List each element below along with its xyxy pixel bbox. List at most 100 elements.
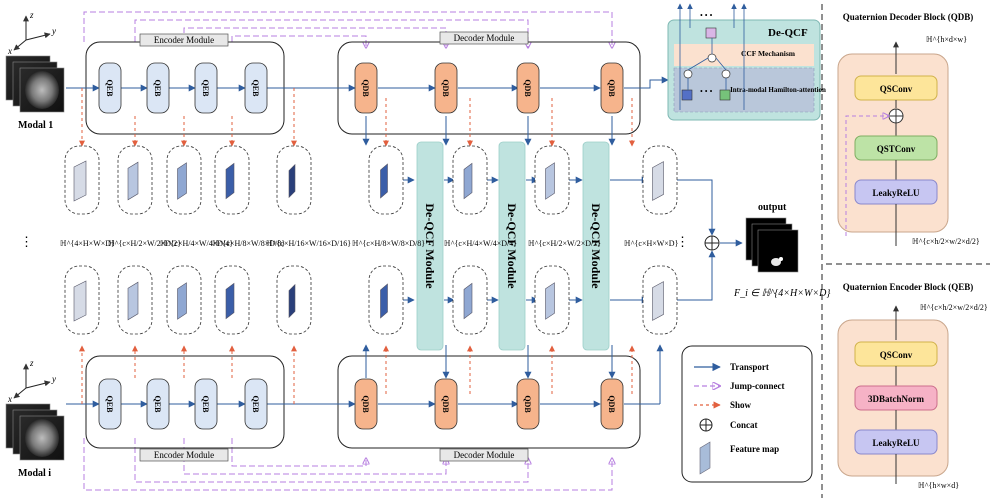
encoder-module-bottom <box>85 355 285 449</box>
encoder-module-top-tag <box>139 33 229 47</box>
qdb-output-dim: ℍ^{c×h/2×w/2×d/2} <box>912 237 980 246</box>
axis-x-label: x <box>7 46 12 56</box>
feature-map-bottom-5 <box>276 265 312 335</box>
qdb-label: QDB <box>523 395 532 413</box>
dim-label-enc-16: ℍ^{c×H/16×W/16×D/16} <box>266 239 351 248</box>
vertical-ellipsis-left: ⋮ <box>20 234 33 249</box>
encoder-module-bottom-tag <box>139 448 229 462</box>
qdb-label: QDB <box>361 79 370 97</box>
feature-map-icon <box>380 283 388 319</box>
output-label: output <box>758 202 787 213</box>
feature-map-icon <box>288 163 296 199</box>
feature-map-top-1 <box>64 145 100 215</box>
axis-y-label: y <box>51 26 56 36</box>
legend-feature-map: Feature map <box>730 444 779 454</box>
axis-y-label: y <box>51 374 56 384</box>
qdb-block-bottom-2: QDB <box>434 378 458 430</box>
legend-jump-connect: Jump-connect <box>730 381 785 391</box>
dim-label-dec-4: ℍ^{c×H/4×W/4×D/4} <box>444 239 517 248</box>
qdb-input-dim: ℍ^{h×d×w} <box>926 35 967 44</box>
encoder-module-top-label: Encoder Module <box>154 35 214 45</box>
deqcf-module-label: De-QCF Module <box>505 203 519 289</box>
decoder-module-bottom-label: Decoder Module <box>454 450 515 460</box>
qdb-leakyrelu-label: LeakyReLU <box>873 188 921 198</box>
feature-map-top-5 <box>276 145 312 215</box>
feature-map-icon <box>652 161 664 201</box>
qdb-label: QDB <box>361 395 370 413</box>
dim-label-enc-2: ℍ^{c×H/2×W/2×D/2} <box>108 239 181 248</box>
qeb-block-top-1: QEB <box>98 62 122 114</box>
qeb-label: QEB <box>201 80 210 98</box>
decoder-module-top-tag <box>439 31 529 45</box>
qeb-output-dim: ℍ^{c×h/2×w/2×d/2} <box>920 303 988 312</box>
feature-map-icon <box>463 162 473 200</box>
qeb-block-bottom-2: QEB <box>146 378 170 430</box>
qeb-block-bottom-3: QEB <box>194 378 218 430</box>
deqcf-dots-mid: • • • <box>700 87 713 96</box>
cube-icon <box>705 27 717 39</box>
qeb-label: QEB <box>105 80 114 98</box>
feature-map-bottom-2 <box>117 265 153 335</box>
mri-stack-modal-1 <box>5 55 65 113</box>
legend-show: Show <box>730 400 752 410</box>
legend-concat: Concat <box>730 420 758 430</box>
deqcf-module-label: De-QCF Module <box>589 203 603 289</box>
show-lines <box>79 88 635 404</box>
ccf-label: CCF Mechanism <box>741 49 796 58</box>
feature-map-icon <box>288 283 296 319</box>
qeb-block-top-3: QEB <box>194 62 218 114</box>
dim-label-input: ℍ^{4×H×W×D} <box>60 239 115 248</box>
feature-map-icon <box>463 282 473 320</box>
feature-map-icon <box>73 280 87 322</box>
feature-map-bottom-3 <box>166 265 202 335</box>
qeb-qsconv-label: QSConv <box>880 350 913 360</box>
axis-z-label: z <box>29 10 34 20</box>
qdb-qsconv-label: QSConv <box>880 84 913 94</box>
qeb-label: QEB <box>201 396 210 414</box>
feature-map-top-4 <box>214 145 250 215</box>
dimension-labels: ⋮ ℍ^{4×H×W×D} ℍ^{c×H/2×W/2×D/2} ℍ^{c×H/4… <box>20 234 689 249</box>
deqcf-module-2: De-QCF Module <box>498 141 526 351</box>
qeb-leakyrelu-label: LeakyReLU <box>873 438 921 448</box>
feature-map-icon <box>225 282 235 320</box>
qeb-label: QEB <box>251 80 260 98</box>
dim-label-dec-1: ℍ^{c×H×W×D} <box>624 239 679 248</box>
deqcf-detail-panel: De-QCF CCF Mechanism Intra-modal Hamilto… <box>667 3 826 121</box>
dim-label-dec-2: ℍ^{c×H/2×W/2×D/2} <box>528 239 601 248</box>
multiply-icon <box>683 69 693 79</box>
deqcf-module-label: De-QCF Module <box>423 203 437 289</box>
feature-map-icon <box>380 163 388 199</box>
axis-x-label: x <box>7 394 12 404</box>
modal-i-label: Modal i <box>18 468 51 479</box>
feature-map-icon <box>699 441 711 475</box>
qeb-block-bottom-4: QEB <box>244 378 268 430</box>
fused-output-label: F_i ∈ ℍ^{4×H×W×D} <box>733 288 830 299</box>
qdb-detail: Quaternion Decoder Block (QDB) ℍ^{h×d×w}… <box>837 12 980 246</box>
feature-map-icon <box>545 282 555 320</box>
qdb-title: Quaternion Decoder Block (QDB) <box>843 12 974 22</box>
qdb-label: QDB <box>441 79 450 97</box>
axis-gizmo-top: z y x <box>7 10 56 56</box>
qdb-block-top-1: QDB <box>354 62 378 114</box>
decoder-module-top-label: Decoder Module <box>454 33 515 43</box>
dim-label-enc-4: ℍ^{c×H/4×W/4×D/4} <box>160 239 233 248</box>
qeb-label: QEB <box>153 396 162 414</box>
feature-map-bottom-6 <box>368 265 404 335</box>
qeb-block-bottom-1: QEB <box>98 378 122 430</box>
feature-map-bottom-7 <box>452 265 488 335</box>
mri-stack-modal-i <box>5 403 65 461</box>
feature-map-icon <box>73 160 87 202</box>
qdb-label: QDB <box>523 79 532 97</box>
cube-icon <box>719 89 731 101</box>
feature-map-icon <box>177 162 187 200</box>
qdb-qstconv-label: QSTConv <box>877 144 916 154</box>
qdb-block-top-4: QDB <box>600 62 624 114</box>
qeb-block-top-4: QEB <box>244 62 268 114</box>
qeb-label: QEB <box>153 80 162 98</box>
feature-map-top-7 <box>452 145 488 215</box>
feature-map-top-8 <box>534 145 570 215</box>
deqcf-dots-top: • • • <box>700 11 713 20</box>
feature-map-top-3 <box>166 145 202 215</box>
feature-map-bottom-8 <box>534 265 570 335</box>
